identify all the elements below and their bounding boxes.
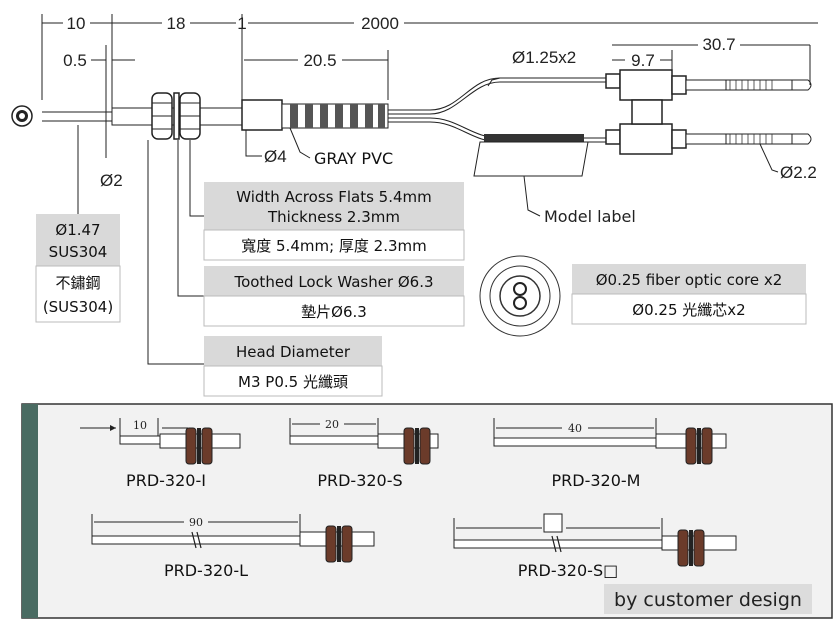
box-head-diameter: Head Diameter M3 P0.5 光纖頭	[203, 336, 383, 397]
dim-30-7: 30.7	[702, 35, 735, 54]
variant-l-dim: 90	[189, 516, 203, 529]
flats-header-2: Thickness 2.3mm	[267, 208, 400, 226]
split-cables	[388, 77, 612, 143]
connector-housing	[605, 69, 687, 155]
end-view-circle	[11, 105, 33, 127]
model-label-text: Model label	[544, 207, 636, 226]
dim-9-7: 9.7	[631, 51, 655, 70]
sus-header-1: Ø1.47	[55, 221, 100, 239]
variant-s-custom-name: PRD-320-S□	[518, 561, 618, 580]
leader-lines	[77, 77, 779, 365]
customer-design-tag	[604, 584, 812, 614]
dim-2-2: Ø2.2	[780, 163, 817, 182]
fiber-tip	[42, 111, 112, 122]
core-header: Ø0.25 fiber optic core x2	[596, 271, 783, 289]
variant-s-custom-drawing	[453, 513, 737, 567]
box-width-flats: Width Across Flats 5.4mm Thickness 2.3mm…	[203, 182, 465, 261]
variant-i-dim: 10	[133, 419, 147, 432]
gray-pvc-label: GRAY PVC	[314, 149, 393, 168]
variant-s-dim: 20	[325, 418, 339, 431]
variant-m-drawing	[493, 418, 727, 465]
dim-1-25x2: Ø1.25x2	[512, 48, 576, 67]
head-body: M3 P0.5 光纖頭	[238, 373, 348, 391]
dim-2000: 2000	[361, 14, 399, 33]
head-header: Head Diameter	[236, 343, 351, 361]
variant-l-drawing	[91, 514, 375, 563]
dim-2: Ø2	[100, 171, 123, 190]
model-label-tag	[473, 134, 589, 177]
sus-header-2: SUS304	[49, 243, 108, 261]
core-body: Ø0.25 光纖芯x2	[632, 301, 745, 319]
sensor-head-body	[111, 92, 243, 140]
dim-20-5: 20.5	[303, 51, 336, 70]
strain-relief-boot	[241, 99, 389, 131]
washer-header: Toothed Lock Washer Ø6.3	[233, 273, 433, 291]
sus-body-1: 不鏽鋼	[55, 274, 100, 292]
core-cross-section	[479, 255, 561, 337]
variant-i-name: PRD-320-I	[126, 471, 206, 490]
sus-body-2: (SUS304)	[43, 298, 113, 316]
flats-body: 寬度 5.4mm; 厚度 2.3mm	[241, 237, 427, 255]
variant-s-drawing	[289, 418, 439, 465]
washer-body: 墊片Ø6.3	[301, 303, 367, 321]
flats-header-1: Width Across Flats 5.4mm	[236, 188, 432, 206]
variant-m-name: PRD-320-M	[552, 471, 641, 490]
dim-0-5: 0.5	[63, 51, 87, 70]
variant-s-name: PRD-320-S	[317, 471, 402, 490]
customer-design-text: by customer design	[614, 589, 802, 611]
box-sus304: Ø1.47 SUS304 不鏽鋼 (SUS304)	[35, 214, 121, 323]
dim-10: 10	[67, 14, 86, 33]
connector-pins	[685, 45, 812, 145]
box-lock-washer: Toothed Lock Washer Ø6.3 墊片Ø6.3	[203, 266, 465, 327]
box-fiber-core: Ø0.25 fiber optic core x2 Ø0.25 光纖芯x2	[571, 264, 807, 325]
variant-l-name: PRD-320-L	[164, 561, 248, 580]
dim-18: 18	[167, 14, 186, 33]
variant-m-dim: 40	[568, 422, 582, 435]
dim-4: Ø4	[264, 147, 287, 166]
variant-i-drawing	[80, 418, 241, 465]
dim-1: 1	[237, 14, 246, 33]
